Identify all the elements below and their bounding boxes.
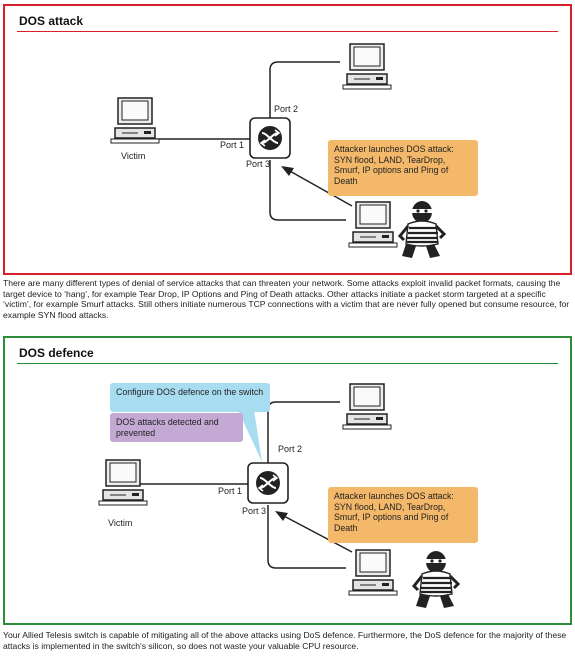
defence-attacker-pc-icon <box>348 549 398 596</box>
attack-victim-label: Victim <box>121 151 146 161</box>
attack-port2-label: Port 2 <box>274 104 299 114</box>
defence-switch-icon <box>247 462 289 504</box>
defence-port1-label: Port 1 <box>218 486 243 496</box>
dos-defence-title-rule <box>17 363 558 364</box>
switch-icon <box>249 117 291 159</box>
attacker-pc-icon <box>348 201 398 248</box>
attacker-burglar-icon <box>398 199 446 260</box>
attacks-detected-callout: DOS attacks detected and prevented <box>110 413 243 442</box>
attack-attacker-callout: Attacker launches DOS attack: SYN flood,… <box>328 140 478 196</box>
defence-port3-label: Port 3 <box>242 506 267 516</box>
server-pc-icon <box>342 43 392 90</box>
defence-victim-pc-icon <box>98 459 148 506</box>
attack-port3-label: Port 3 <box>246 159 271 169</box>
dos-defence-title: DOS defence <box>19 346 94 360</box>
attack-description: There are many different types of denial… <box>3 278 570 320</box>
defence-attacker-callout: Attacker launches DOS attack: SYN flood,… <box>328 487 478 543</box>
dos-attack-title: DOS attack <box>19 14 84 28</box>
defence-arrow-icon <box>275 511 353 553</box>
configure-pointer-icon <box>238 410 262 462</box>
attack-port1-label: Port 1 <box>220 140 245 150</box>
victim-pc-icon <box>110 97 160 144</box>
defence-port2-label: Port 2 <box>278 444 303 454</box>
attack-arrow-icon <box>281 166 353 207</box>
attack-links <box>151 61 346 221</box>
defence-description: Your Allied Telesis switch is capable of… <box>3 630 567 651</box>
defence-burglar-icon <box>412 549 460 610</box>
defence-victim-label: Victim <box>108 518 133 528</box>
dos-attack-title-rule <box>17 31 558 32</box>
defence-server-pc-icon <box>342 383 392 430</box>
configure-defence-callout: Configure DOS defence on the switch <box>110 383 270 412</box>
